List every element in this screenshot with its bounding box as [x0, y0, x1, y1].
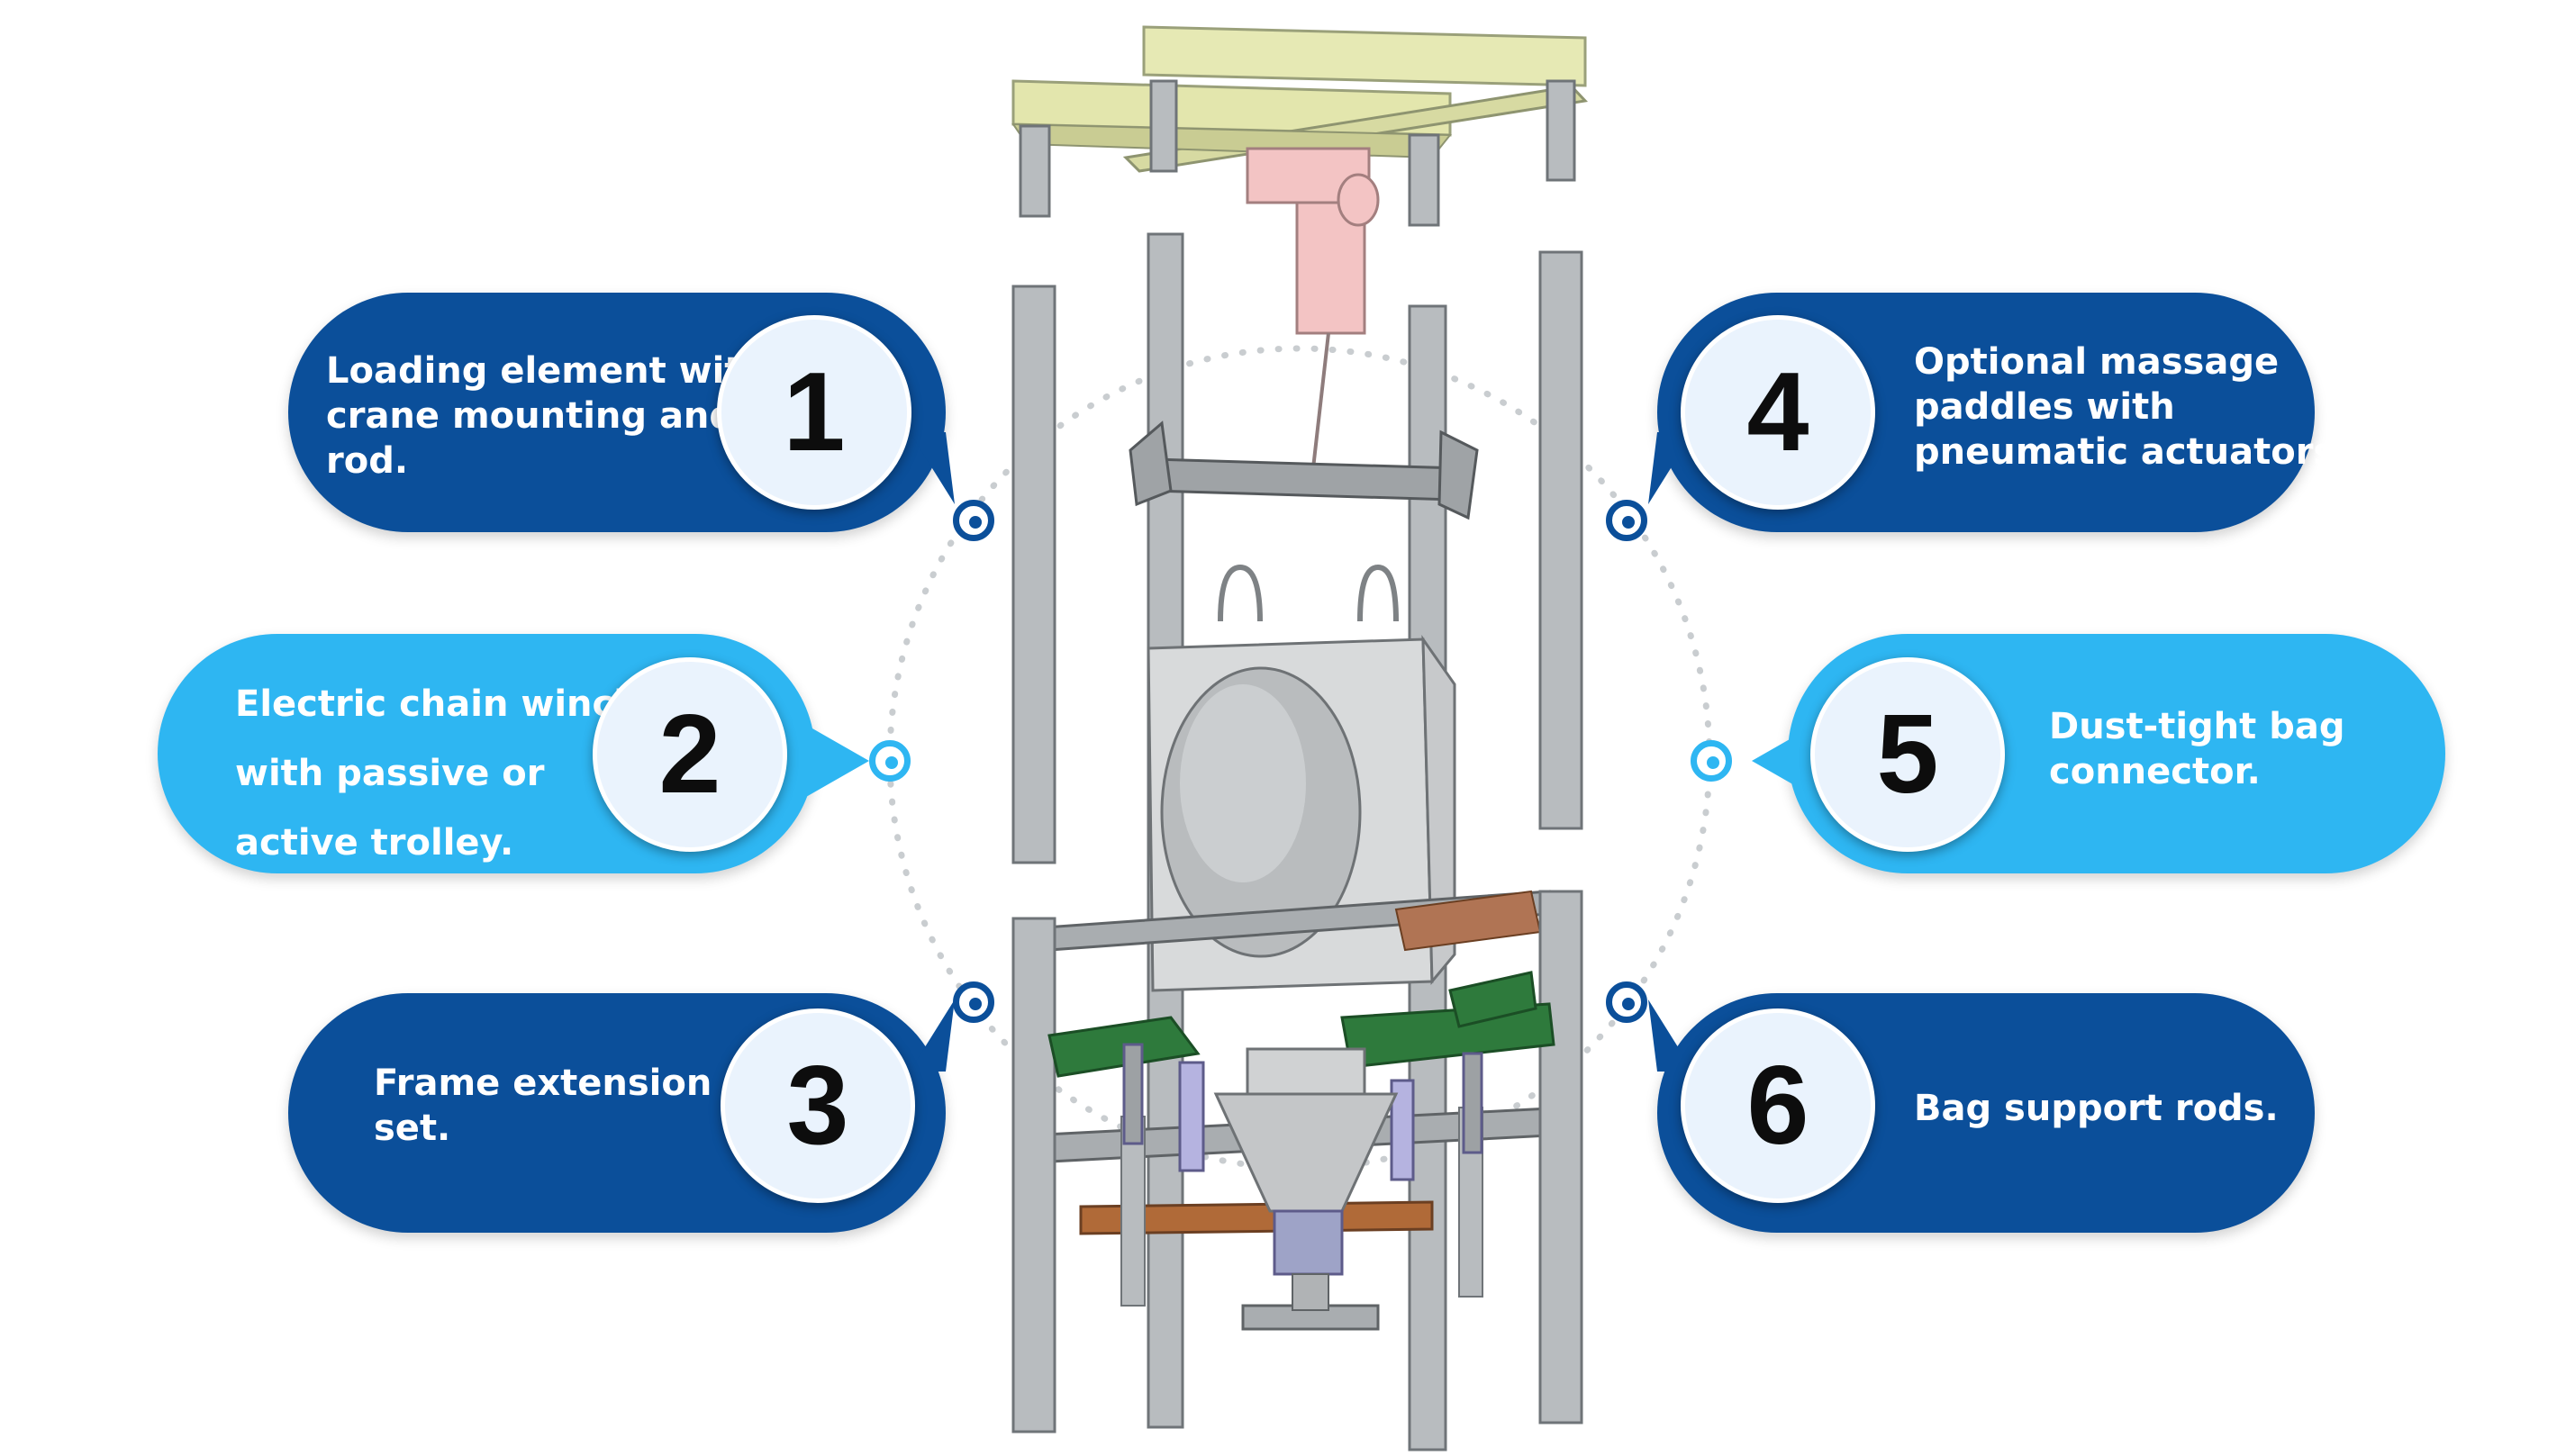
chain-winch — [1246, 147, 1380, 469]
loading-traverse — [1129, 421, 1479, 520]
callout-4-number-badge: 4 — [1681, 315, 1875, 510]
connector-dot-2 — [869, 740, 911, 782]
connector-dot-6 — [1606, 981, 1647, 1023]
callout-3-pointer — [910, 999, 955, 1072]
callout-5-number-badge: 5 — [1810, 657, 2005, 852]
connector-dot-5 — [1691, 740, 1732, 782]
connector-dot-4 — [1606, 500, 1647, 541]
callout-3-text: Frame extension set. — [374, 1063, 712, 1149]
callout-6-text: Bag support rods. — [1914, 1088, 2279, 1129]
big-bag — [1147, 564, 1456, 992]
callout-1-number-badge: 1 — [717, 315, 911, 510]
callout-6-number-badge: 6 — [1681, 1008, 1875, 1203]
callout-5-pointer — [1752, 725, 1815, 797]
discharge-hopper — [1213, 1047, 1399, 1331]
callout-4: Optional massage paddles with pneumatic … — [1657, 293, 2348, 532]
callout-1-text: Loading element with crane mounting and … — [326, 350, 767, 482]
connector-dot-1 — [953, 500, 994, 541]
callout-3-number-badge: 3 — [721, 1008, 915, 1203]
callout-5-text: Dust-tight bag connector. — [2049, 706, 2345, 792]
callout-4-pointer — [1648, 432, 1693, 504]
callout-2-text: Electric chain winch with passive or act… — [235, 683, 639, 864]
callout-4-text: Optional massage paddles with pneumatic … — [1914, 341, 2349, 473]
callout-2-pointer — [806, 725, 869, 797]
callout-6-pointer — [1648, 999, 1693, 1072]
callout-1-pointer — [910, 432, 955, 504]
callout-2-number-badge: 2 — [593, 657, 787, 852]
pneumatic-actuators — [1122, 1043, 1483, 1181]
crane-beams — [1011, 25, 1589, 173]
connector-dot-3 — [953, 981, 994, 1023]
